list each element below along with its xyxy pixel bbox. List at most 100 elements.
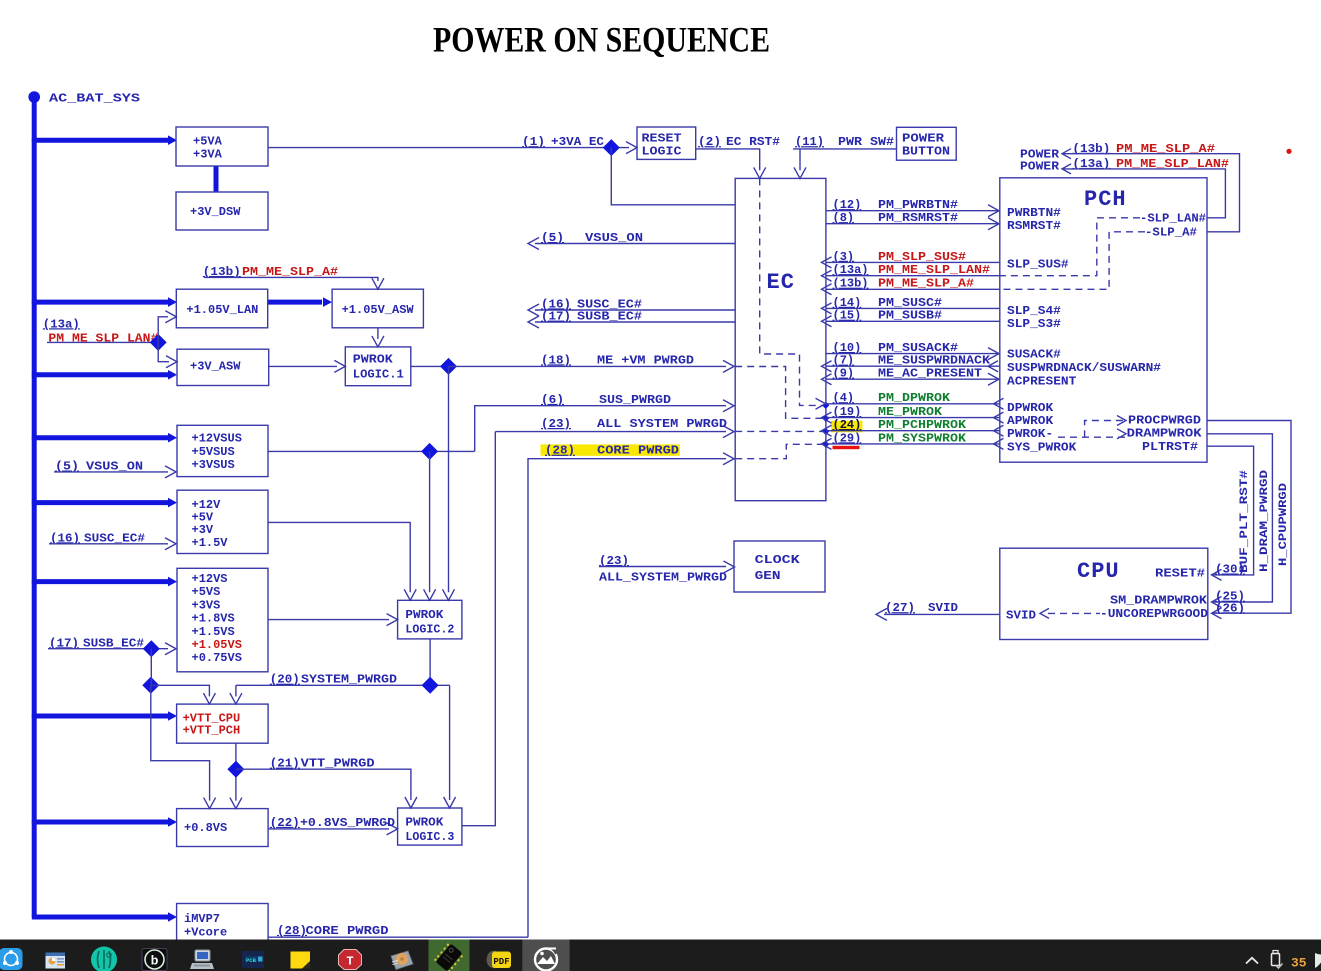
svg-text:PWROK: PWROK [405,816,444,830]
svg-text:(30): (30) [1215,563,1245,577]
svg-text:VTT_PWRGD: VTT_PWRGD [301,757,375,771]
svg-text:SUSPWRDNACK/SUSWARN#: SUSPWRDNACK/SUSWARN# [1007,361,1161,375]
svg-text:PDF: PDF [493,957,509,967]
svg-text:PWROK: PWROK [405,608,444,622]
svg-text:VSUS_ON: VSUS_ON [86,460,143,474]
svg-text:(25): (25) [1215,590,1245,604]
svg-text:(23): (23) [541,417,571,431]
svg-text:+1.5V: +1.5V [192,536,229,550]
svg-text:SUS_PWRGD: SUS_PWRGD [599,393,671,407]
svg-text:(7): (7) [833,354,855,368]
svg-text:-SLP_A#: -SLP_A# [1145,225,1197,239]
svg-text:PCH: PCH [1084,187,1127,212]
svg-text:PM_SYSPWROK: PM_SYSPWROK [878,431,967,445]
svg-text:ACPRESENT: ACPRESENT [1007,375,1076,389]
svg-text:ALL_SYSTEM_PWRGD: ALL_SYSTEM_PWRGD [599,570,727,584]
svg-text:PCB: PCB [246,957,257,964]
svg-text:SUSB_EC#: SUSB_EC# [83,636,144,650]
svg-text:(16): (16) [541,297,571,311]
svg-text:+Vcore: +Vcore [184,926,227,940]
svg-text:RESET: RESET [642,133,682,146]
svg-text:(13b): (13b) [203,265,241,279]
svg-text:+VTT_PCH: +VTT_PCH [183,724,241,738]
svg-text:PM_ME_SLP_A#: PM_ME_SLP_A# [878,277,974,291]
svg-text:POWER: POWER [1020,161,1059,174]
svg-text:(13b): (13b) [1072,142,1110,156]
svg-text:+1.05V_LAN: +1.05V_LAN [186,303,258,317]
svg-text:+3V_DSW: +3V_DSW [190,205,241,219]
svg-text:(27): (27) [885,601,915,615]
svg-text:PM_ME_SLP_A#: PM_ME_SLP_A# [1116,142,1215,156]
svg-text:(19): (19) [833,405,862,419]
svg-text:CPU: CPU [1077,559,1120,584]
svg-text:SUSC_EC#: SUSC_EC# [577,297,642,311]
svg-text:ME +VM PWRGD: ME +VM PWRGD [597,353,694,367]
svg-text:(28): (28) [277,924,307,938]
svg-text:RESET#: RESET# [1155,567,1205,581]
svg-text:LOGIC.3: LOGIC.3 [405,830,454,844]
svg-text:PM_ME_SLP_A#: PM_ME_SLP_A# [242,265,338,279]
svg-text:PM_RSMRST#: PM_RSMRST# [878,211,958,225]
svg-text:LOGIC.1: LOGIC.1 [353,368,404,382]
svg-text:SUSACK#: SUSACK# [1007,347,1061,361]
svg-text:LOGIC.2: LOGIC.2 [405,622,454,636]
svg-text:(24): (24) [833,418,862,432]
svg-text:PM_ME_SLP_LAN#: PM_ME_SLP_LAN# [878,263,990,277]
svg-text:(5): (5) [541,231,564,245]
svg-text:SLP_S4#: SLP_S4# [1007,304,1061,318]
svg-text:PM_PWRBTN#: PM_PWRBTN# [878,198,958,212]
svg-text:BUF_PLT_RST#: BUF_PLT_RST# [1239,469,1251,573]
svg-text:PM_ME_SLP_LAN#: PM_ME_SLP_LAN# [48,332,158,346]
svg-text:SUSB_EC#: SUSB_EC# [577,310,642,324]
svg-text:VSUS_ON: VSUS_ON [585,231,643,245]
svg-text:+12V: +12V [192,498,222,512]
svg-text:(13a): (13a) [43,317,80,331]
svg-text:ALL SYSTEM PWRGD: ALL SYSTEM PWRGD [597,417,727,431]
svg-text:(29): (29) [833,431,862,445]
svg-text:ME_SUSPWRDNACK: ME_SUSPWRDNACK [878,354,991,368]
svg-text:(22): (22) [270,816,300,830]
svg-text:PWROK-: PWROK- [1007,427,1053,441]
svg-text:SLP_S3#: SLP_S3# [1007,317,1061,331]
svg-text:PLTRST#: PLTRST# [1142,440,1198,454]
svg-text:CORE PWRGD: CORE PWRGD [306,924,389,938]
svg-text:+12VS: +12VS [192,572,228,586]
svg-text:(13a): (13a) [833,263,869,277]
svg-text:+0.8VS: +0.8VS [184,821,227,835]
svg-text:POWER ON SEQUENCE: POWER ON SEQUENCE [433,20,770,60]
svg-text:(9): (9) [833,367,855,381]
svg-text:+5VS: +5VS [192,585,221,599]
svg-text:(8): (8) [833,211,855,225]
svg-text:APWROK: APWROK [1007,414,1054,428]
svg-text:LOGIC: LOGIC [642,146,682,159]
svg-text:SLP_SUS#: SLP_SUS# [1007,258,1069,272]
svg-text:H_CPUPWRGD: H_CPUPWRGD [1278,483,1290,566]
svg-text:+1.05V_ASW: +1.05V_ASW [342,303,415,317]
svg-text:+3VA: +3VA [193,148,223,162]
svg-text:+12VSUS: +12VSUS [192,432,242,446]
svg-text:SYSTEM_PWRGD: SYSTEM_PWRGD [301,673,397,687]
svg-text:+3V: +3V [192,523,214,537]
svg-text:EC: EC [767,270,795,295]
svg-text:POWER: POWER [1020,149,1059,162]
svg-text:H_DRAM_PWRGD: H_DRAM_PWRGD [1259,469,1271,572]
svg-text:(15): (15) [833,309,862,323]
svg-text:PM_SUSB#: PM_SUSB# [878,309,942,323]
svg-text:-SLP_LAN#: -SLP_LAN# [1140,212,1206,226]
svg-text:(10): (10) [833,341,862,355]
svg-text:RSMRST#: RSMRST# [1007,219,1061,233]
svg-text:(1): (1) [522,135,545,149]
svg-text:+5VSUS: +5VSUS [192,445,235,459]
svg-text:+1.05VS: +1.05VS [192,638,242,652]
svg-text:EC RST#: EC RST# [726,135,780,149]
svg-text:(13b): (13b) [833,277,869,291]
svg-text:+3VS: +3VS [192,598,221,612]
svg-text:-UNCOREPWRGOOD: -UNCOREPWRGOOD [1100,607,1208,621]
svg-text:+1.8VS: +1.8VS [192,612,235,626]
svg-text:BUTTON: BUTTON [902,146,950,159]
svg-text:(18): (18) [541,353,571,367]
svg-text:PM_SUSC#: PM_SUSC# [878,296,942,310]
svg-text:+3VA EC: +3VA EC [551,135,604,149]
svg-text:(11): (11) [795,135,824,149]
svg-text:DPWROK: DPWROK [1007,401,1054,415]
